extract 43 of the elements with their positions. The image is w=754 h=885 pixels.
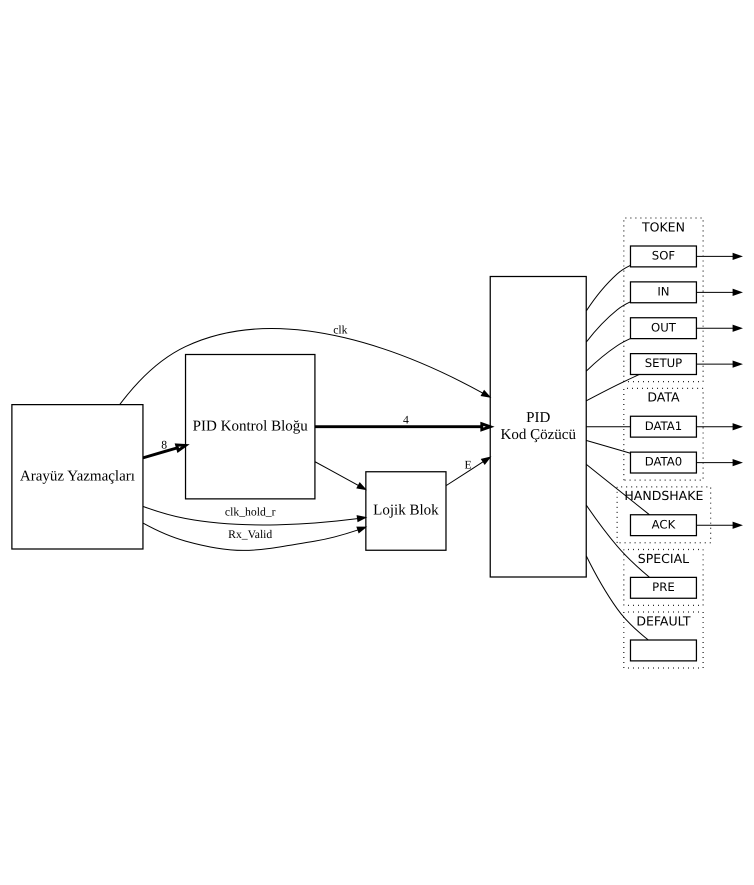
arrow <box>314 421 495 432</box>
cluster: DEFAULT <box>623 610 704 668</box>
node-box: PID Kod Çözücü <box>490 275 587 578</box>
node-box <box>630 638 698 661</box>
edge-label: clk <box>333 322 348 336</box>
arrow <box>696 521 743 528</box>
arrow <box>119 328 492 405</box>
connector <box>586 300 631 342</box>
node-box: SOF <box>630 244 698 267</box>
connector <box>586 374 640 401</box>
edge-label: Rx_Valid <box>228 527 272 540</box>
connector <box>586 264 631 311</box>
connector <box>586 426 631 427</box>
connector <box>586 338 631 372</box>
arrow <box>696 458 743 466</box>
arrow <box>142 506 368 525</box>
node-box: IN <box>630 280 698 303</box>
node-box: PID Kontrol Bloğu <box>184 353 316 500</box>
arrow <box>696 252 743 260</box>
arrow <box>446 456 492 486</box>
connector <box>586 464 650 515</box>
arrow <box>696 324 743 332</box>
node-box: PRE <box>630 576 698 598</box>
node-box: SETUP <box>630 352 698 375</box>
connector <box>586 504 650 578</box>
arrow <box>142 522 368 550</box>
edge-label: clk_hold_r <box>224 504 276 518</box>
arrow <box>314 460 368 490</box>
connector <box>586 440 631 454</box>
arrow <box>696 360 743 368</box>
arrow <box>696 288 743 296</box>
node-box: OUT <box>630 316 698 339</box>
node-box: DATA1 <box>630 415 698 438</box>
edge-label: 8 <box>161 438 168 452</box>
edge-label: 4 <box>402 413 409 426</box>
node-box: DATA0 <box>630 451 698 474</box>
node-box: ACK <box>630 514 698 536</box>
node-box: Lojik Blok <box>365 470 447 550</box>
arrow <box>142 442 190 459</box>
arrow <box>696 422 743 430</box>
connector <box>586 554 649 640</box>
node-box: Arayüz Yazmaçları <box>11 403 144 550</box>
edge-label: E <box>464 458 472 472</box>
